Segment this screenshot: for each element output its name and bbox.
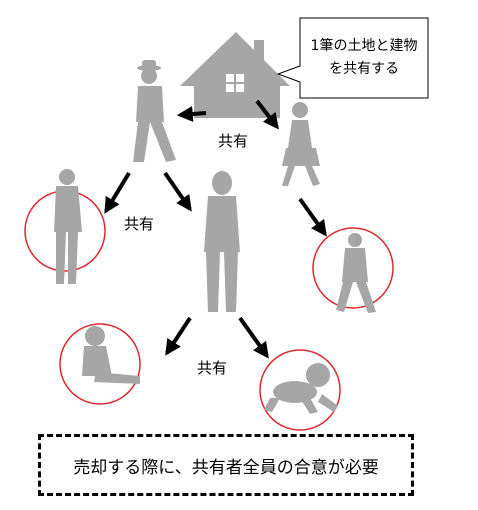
arrow-center-to-baby bbox=[238, 316, 269, 359]
callout-line-1: 1筆の土地と建物 bbox=[311, 38, 418, 54]
arrow-center-to-child bbox=[165, 316, 192, 356]
house-icon bbox=[180, 32, 290, 118]
circled-man-figure-right bbox=[312, 227, 394, 313]
arrow-man-to-left-man bbox=[104, 171, 131, 214]
shared-label-top: 共有 bbox=[218, 132, 248, 150]
woman-figure-center bbox=[204, 171, 240, 312]
callout-line-2: を共有する bbox=[329, 61, 399, 77]
arrow-house-to-man bbox=[176, 106, 207, 122]
arrows bbox=[104, 99, 327, 359]
shared-label-middle: 共有 bbox=[124, 215, 154, 233]
callout-box: 1筆の土地と建物 を共有する bbox=[276, 17, 429, 99]
man-with-hat-figure bbox=[133, 60, 176, 162]
arrow-woman-to-right-man bbox=[298, 197, 327, 237]
circled-sitting-child-figure bbox=[59, 323, 141, 405]
arrow-house-to-woman bbox=[255, 99, 279, 130]
shared-label-bottom: 共有 bbox=[197, 359, 227, 377]
woman-figure-right bbox=[282, 102, 320, 186]
circled-man-figure-left bbox=[24, 169, 106, 284]
arrow-man-to-center-woman bbox=[163, 171, 192, 212]
circled-crawling-baby-figure bbox=[259, 349, 341, 431]
consent-note-box: 売却する際に、共有者全員の合意が必要 bbox=[38, 434, 414, 496]
consent-note-text: 売却する際に、共有者全員の合意が必要 bbox=[73, 457, 379, 478]
